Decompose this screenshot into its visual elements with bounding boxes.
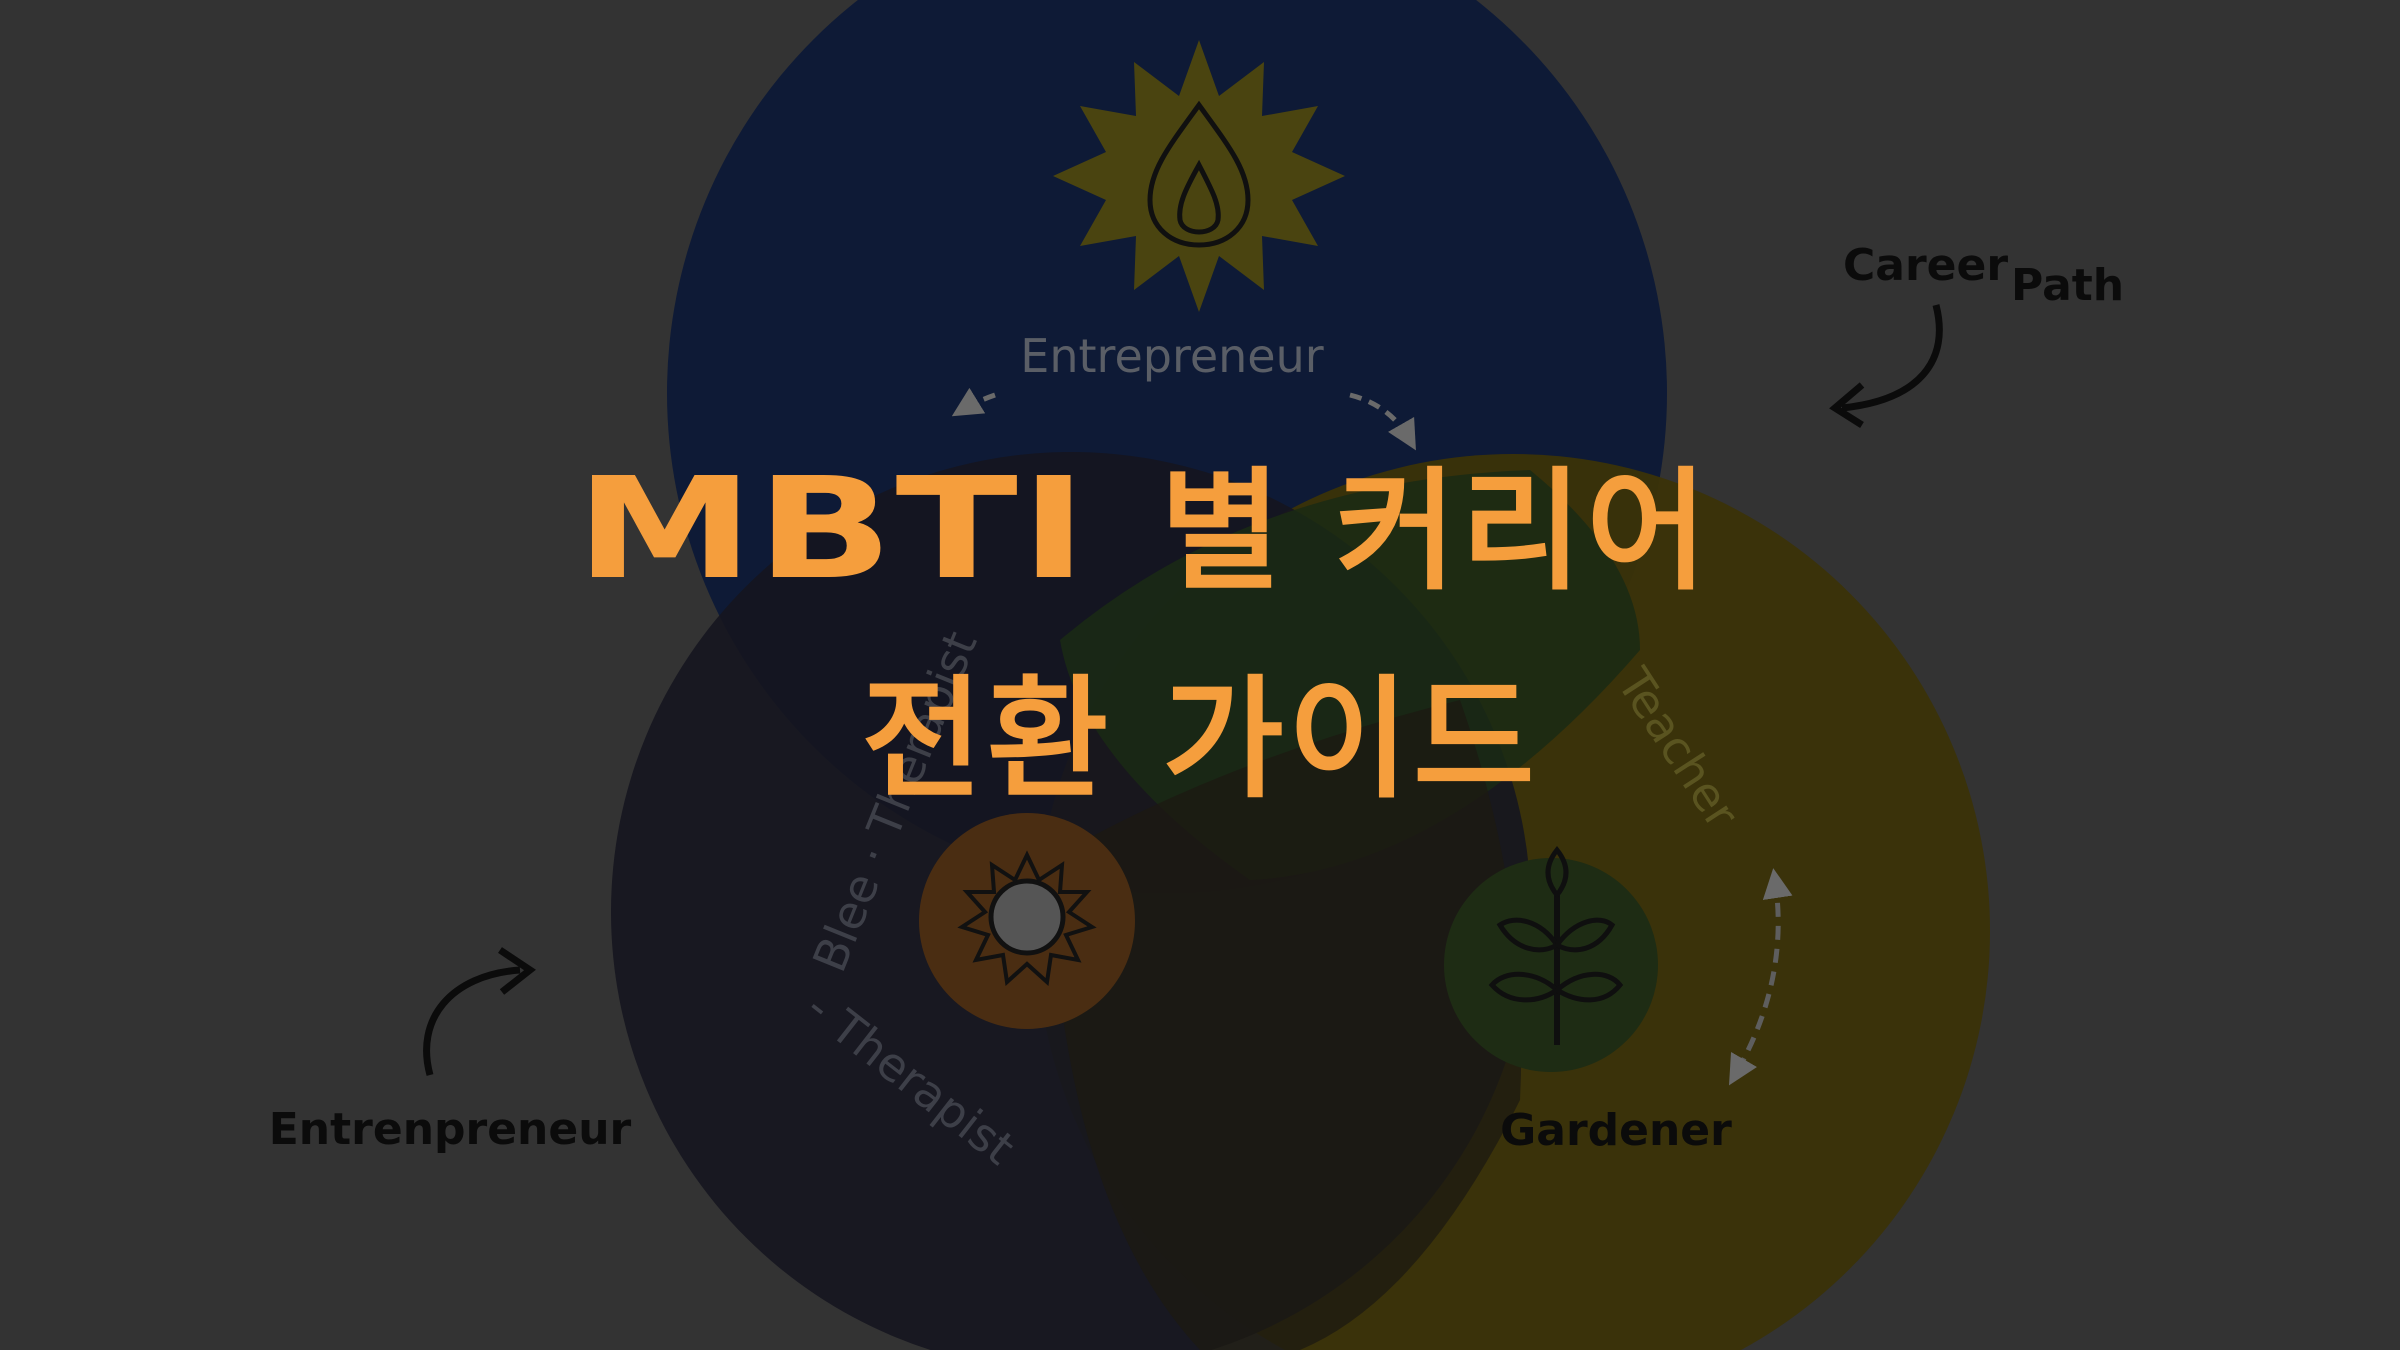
curved-arrow-icon: [423, 947, 536, 1076]
entrenpreneur-label: Entrenpreneur: [269, 1104, 632, 1155]
entrepreneur-arc-label: Entrepreneur: [1020, 329, 1323, 383]
gardener-label: Gardener: [1500, 1105, 1732, 1156]
path-label: Path: [2011, 260, 2124, 311]
curved-arrow-icon: [1829, 304, 1943, 428]
flame-sun-icon: [1053, 40, 1345, 312]
blue-yellow-overlap: [1060, 470, 1640, 880]
title-line-1: MBTI 별 커리어: [0, 448, 2400, 611]
title-line-2: 전환 가이드: [861, 663, 1539, 817]
dark-yellow-overlap: [1050, 700, 1522, 1350]
plant-icon: [1444, 845, 1658, 1072]
title-career-korean: 별 커리어: [1159, 455, 1712, 609]
title-mbti: MBTI: [575, 448, 1090, 611]
career-label: Career: [1843, 240, 2008, 291]
sun-icon: [919, 813, 1135, 1029]
